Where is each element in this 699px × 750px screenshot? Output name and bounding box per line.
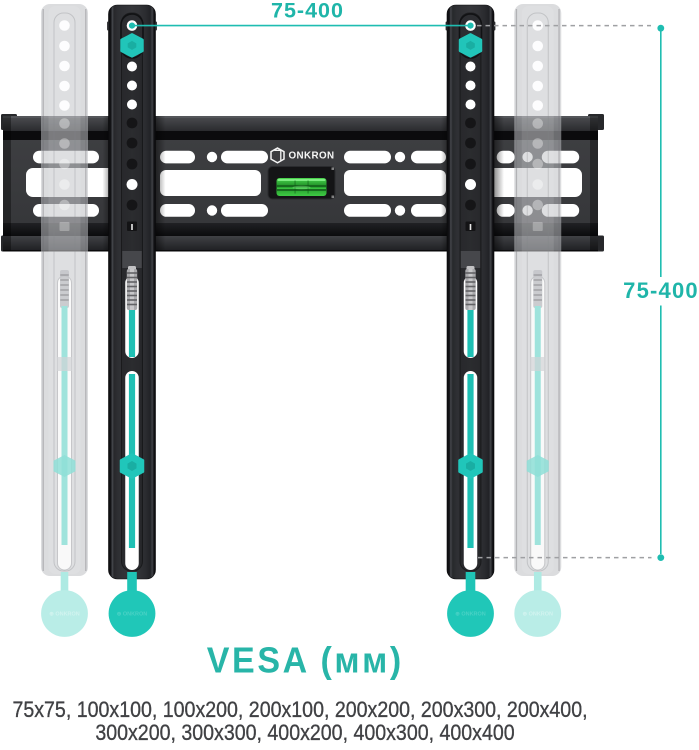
svg-text:VESA (мм): VESA (мм) xyxy=(207,641,404,681)
svg-text:⊕ ONKRON: ⊕ ONKRON xyxy=(522,612,553,618)
svg-text:ONKRON: ONKRON xyxy=(289,151,335,162)
svg-text:⊕ ONKRON: ⊕ ONKRON xyxy=(455,612,486,618)
svg-text:300x200, 300x300, 400x200, 400: 300x200, 300x300, 400x200, 400x300, 400x… xyxy=(95,721,514,745)
svg-text:⊕ ONKRON: ⊕ ONKRON xyxy=(117,612,148,618)
svg-text:75x75, 100x100, 100x200, 200x1: 75x75, 100x100, 100x200, 200x100, 200x20… xyxy=(12,698,587,722)
svg-text:75-400: 75-400 xyxy=(271,0,344,23)
svg-text:⊕ ONKRON: ⊕ ONKRON xyxy=(49,612,80,618)
svg-text:75-400: 75-400 xyxy=(623,278,699,303)
